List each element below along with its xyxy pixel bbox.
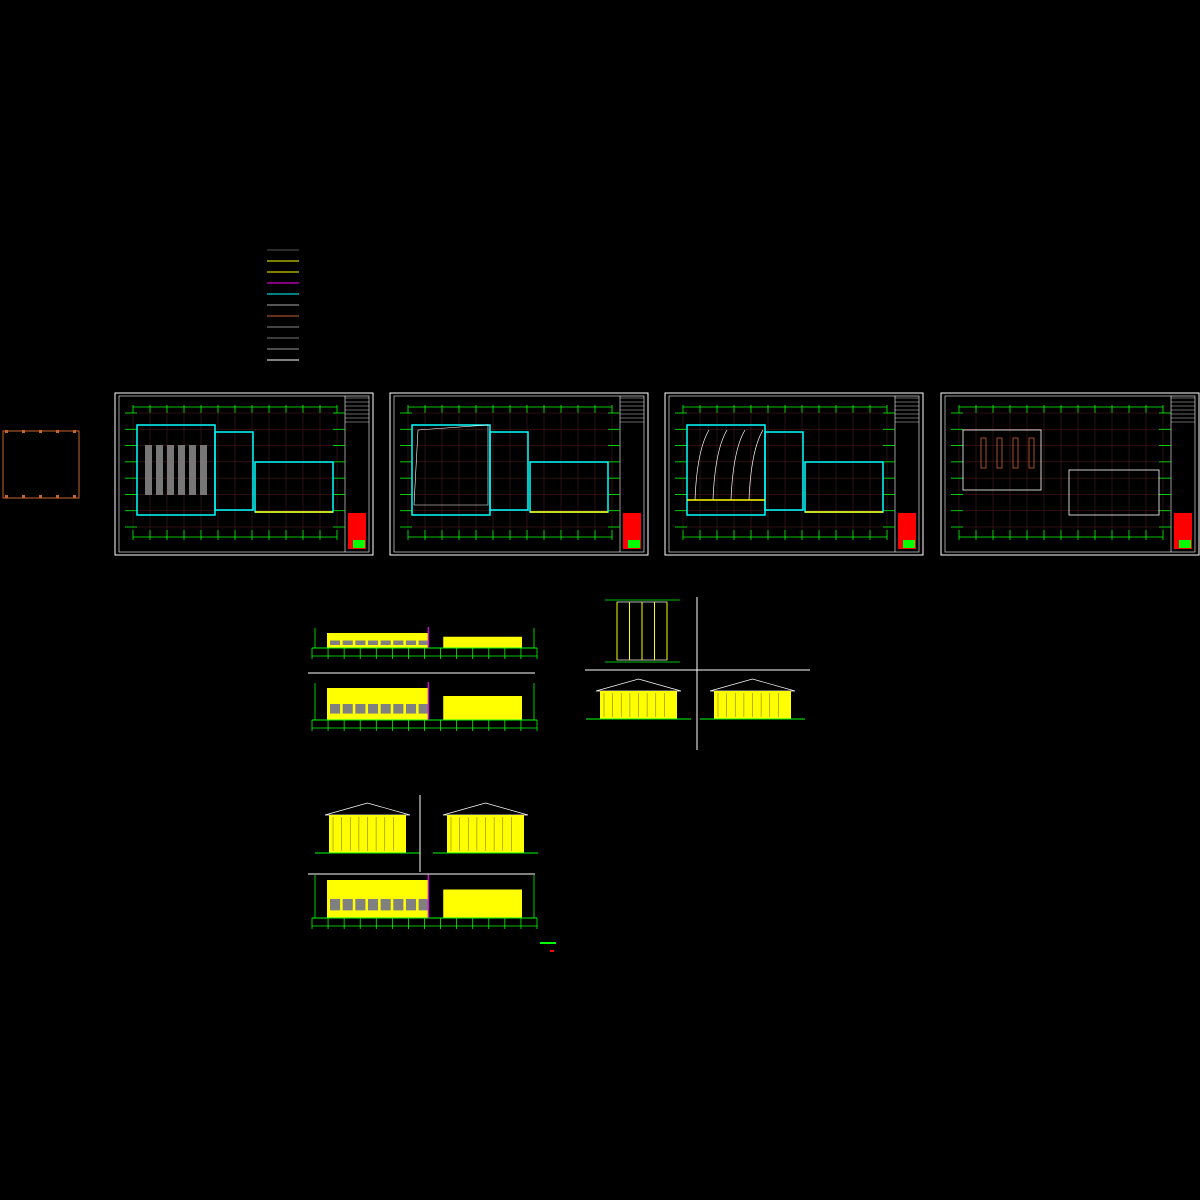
sheet-inner-border: [944, 395, 1196, 553]
wing-walls: [254, 461, 334, 513]
frame-tick: [5, 430, 8, 433]
window-opening: [393, 899, 404, 911]
elevation-south: [311, 627, 538, 659]
window-opening: [418, 899, 429, 911]
hall-outline: [413, 424, 489, 506]
window-opening: [405, 899, 417, 911]
facade-right: [443, 889, 522, 918]
gable-roof: [709, 678, 796, 692]
roof-outline: [1068, 469, 1160, 516]
title-block-stamp-green: [628, 540, 640, 548]
window-opening: [330, 899, 341, 911]
roof-arc: [730, 429, 746, 501]
skylight: [1012, 437, 1019, 469]
roof-arc: [712, 429, 728, 501]
frame-tick: [73, 430, 76, 433]
hall-walls: [411, 424, 491, 516]
section-divider-lines: [308, 597, 810, 875]
facade-right: [443, 636, 522, 648]
window-opening: [367, 899, 379, 911]
section-gable-2: [700, 678, 805, 720]
hall-walls: [686, 424, 766, 516]
frame-tick: [73, 495, 76, 498]
roof-outline: [962, 429, 1042, 491]
window-opening: [342, 899, 353, 911]
detail-plan: [605, 599, 680, 663]
window-opening: [342, 704, 353, 714]
sheet-roof-plan: [940, 392, 1200, 556]
plan-sheets: [114, 392, 1200, 556]
frame-tick: [39, 430, 42, 433]
sheet-floor-plan-1: [114, 392, 374, 556]
gable-roof: [324, 802, 411, 816]
sheet-floor-plan-2: [389, 392, 649, 556]
wing-walls: [214, 431, 254, 511]
roof-arc: [694, 429, 710, 501]
section-side-1: [315, 802, 420, 854]
frame-tick: [56, 430, 59, 433]
window-opening: [380, 899, 391, 911]
window-opening: [418, 704, 429, 714]
window-opening: [355, 899, 366, 911]
window-opening: [355, 704, 366, 714]
skylight: [996, 437, 1003, 469]
seating: [145, 445, 152, 495]
window-opening: [405, 704, 417, 714]
section-gable-3: [433, 802, 538, 854]
sheet-inner-border: [668, 395, 920, 553]
window-opening: [367, 704, 379, 714]
gable-roof: [442, 802, 529, 816]
roof-arc: [748, 429, 764, 501]
seating: [167, 445, 174, 495]
window-opening: [330, 704, 341, 714]
wing-walls: [489, 431, 529, 511]
small-frame-drawing: [2, 430, 80, 499]
frame-tick: [39, 495, 42, 498]
sheet-inner-border: [118, 395, 370, 553]
window-opening: [380, 704, 391, 714]
seating: [156, 445, 163, 495]
wing-walls: [764, 431, 804, 511]
window-opening: [380, 640, 391, 645]
title-block-stamp-green: [353, 540, 365, 548]
layer-legend: [267, 249, 299, 361]
sheet-border: [664, 392, 924, 556]
window-opening: [367, 640, 379, 645]
window-opening: [405, 640, 417, 645]
skylight: [980, 437, 987, 469]
gable-roof: [595, 678, 682, 692]
wing-walls: [529, 461, 609, 513]
seating: [178, 445, 185, 495]
sheet-inner-border: [393, 395, 645, 553]
facade-right: [443, 696, 522, 720]
drawing-note-mark: [550, 950, 554, 952]
drawing-title-mark: [540, 942, 556, 944]
frame-tick: [22, 495, 25, 498]
elevation-north: [311, 682, 538, 731]
window-opening: [393, 640, 404, 645]
sheet-border: [114, 392, 374, 556]
frame-tick: [22, 430, 25, 433]
frame-tick: [56, 495, 59, 498]
window-opening: [355, 640, 366, 645]
window-opening: [330, 640, 341, 645]
wing-walls: [804, 461, 884, 513]
window-opening: [393, 704, 404, 714]
seating: [189, 445, 196, 495]
frame-tick: [5, 495, 8, 498]
skylight: [1028, 437, 1035, 469]
window-opening: [342, 640, 353, 645]
sheet-border: [389, 392, 649, 556]
elevation-drawings: [311, 599, 805, 952]
title-block-stamp-green: [903, 540, 915, 548]
sheet-border: [940, 392, 1200, 556]
title-block-stamp-green: [1179, 540, 1191, 548]
section-gable-1: [586, 678, 691, 720]
seating: [200, 445, 207, 495]
sheet-floor-plan-3: [664, 392, 924, 556]
window-opening: [418, 640, 429, 645]
elevation-east-long: [311, 874, 538, 929]
